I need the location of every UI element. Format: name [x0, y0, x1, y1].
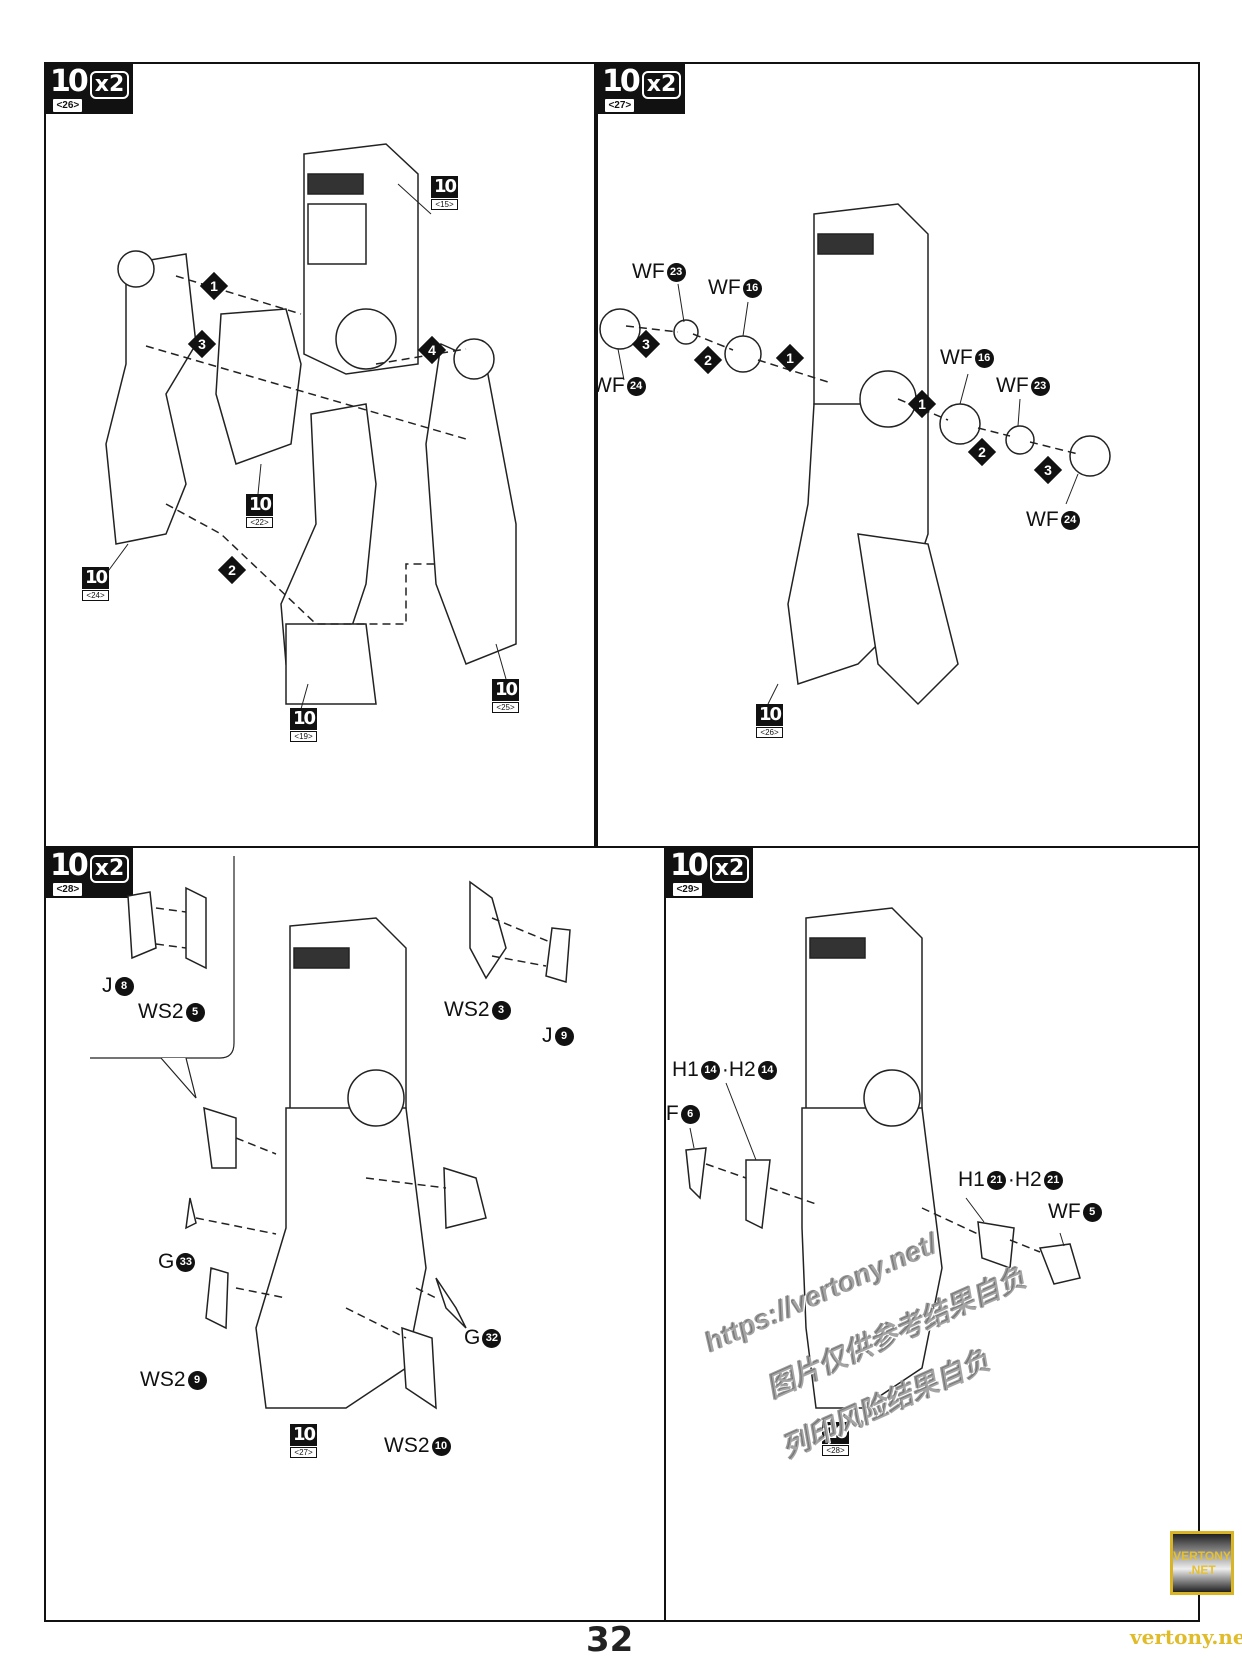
step-order-marker: 3 — [187, 329, 217, 359]
badge-line-1: VERTONY — [1173, 1549, 1231, 1563]
footer-watermark-url: vertony.net — [1130, 1625, 1242, 1649]
leg-exploded-drawing — [105, 143, 517, 710]
step-number: 10 — [50, 64, 89, 99]
step-order-marker: 3 — [631, 329, 661, 359]
step-number: 10 — [50, 848, 89, 883]
part-reference: 10<26> — [756, 704, 784, 738]
part-reference: 10<15> — [431, 176, 459, 210]
part-reference: 10<27> — [290, 1424, 318, 1458]
vertony-badge: VERTONY .NET — [1170, 1531, 1234, 1595]
step-order-marker: 3 — [1033, 455, 1063, 485]
step-sub: <27> — [605, 99, 635, 112]
step-order-marker: 1 — [907, 389, 937, 419]
step-order-marker: 2 — [217, 555, 247, 585]
part-reference: 10<19> — [290, 708, 318, 742]
step-order-marker: 1 — [775, 343, 805, 373]
faint-bleed-through — [200, 38, 1000, 46]
page-number: 32 — [586, 1620, 634, 1660]
quantity-multiplier: x2 — [89, 855, 130, 883]
step-order-marker: 4 — [417, 335, 447, 365]
step-sub: <29> — [673, 883, 703, 896]
step-sub: <28> — [53, 883, 83, 896]
step-order-marker: 2 — [967, 437, 997, 467]
leg-armor-drawing — [90, 856, 571, 1410]
quantity-multiplier: x2 — [89, 71, 130, 99]
step-header: 10<28> x2 — [46, 848, 134, 898]
leg-side-armor-drawing — [685, 907, 1081, 1409]
assembly-panel-1: 10<26> x2 1 3 — [44, 62, 596, 848]
step-number: 10 — [670, 848, 709, 883]
assembly-panel-2: 10<27> x2 — [596, 62, 1200, 848]
part-reference: 10<22> — [246, 494, 274, 528]
part-reference: 10<28> — [822, 1422, 850, 1456]
step-header: 10<27> x2 — [598, 64, 686, 114]
leg-joint-drawing — [599, 203, 1111, 706]
step-number: 10 — [602, 64, 641, 99]
part-reference: 10<24> — [82, 567, 110, 601]
part-label: WF6 — [666, 1102, 700, 1126]
step-order-marker: 1 — [199, 271, 229, 301]
step-sub: <26> — [53, 99, 83, 112]
badge-line-2: .NET — [1188, 1563, 1216, 1577]
step-order-marker: 2 — [693, 345, 723, 375]
part-reference: 10<25> — [492, 679, 520, 713]
step-header: 10<29> x2 — [666, 848, 754, 898]
assembly-panel-3: 10<28> x2 — [44, 846, 666, 1622]
quantity-multiplier: x2 — [709, 855, 750, 883]
step-header: 10<26> x2 — [46, 64, 134, 114]
quantity-multiplier: x2 — [641, 71, 682, 99]
